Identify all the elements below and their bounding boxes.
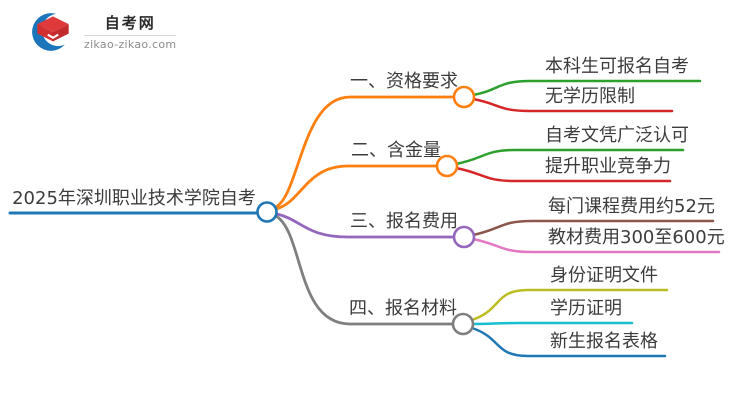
leaf-connector-2-2 — [454, 166, 672, 183]
root-node-toggle[interactable] — [256, 201, 278, 223]
branch-node-toggle-1[interactable] — [452, 85, 476, 109]
root-node-label[interactable]: 2025年深圳职业技术学院自考 — [12, 188, 256, 209]
leaf-connector-3-1 — [471, 219, 715, 237]
branch-connector-2 — [274, 164, 439, 211]
leaf-2-1-label[interactable]: 自考文凭广泛认可 — [545, 125, 689, 146]
branch-node-toggle-3[interactable] — [452, 225, 476, 249]
leaf-1-1-label[interactable]: 本科生可报名自考 — [545, 56, 689, 77]
leaf-connector-3-2 — [471, 237, 721, 254]
leaf-connector-4-2 — [470, 321, 634, 326]
branch-4-label[interactable]: 四、报名材料 — [349, 298, 457, 319]
leaf-3-1-label[interactable]: 每门课程费用约52元 — [548, 196, 715, 217]
branch-connector-3 — [275, 212, 456, 239]
branch-node-toggle-4[interactable] — [451, 312, 475, 336]
site-domain: zikao-zikao.com — [84, 37, 177, 51]
leaf-1-2-label[interactable]: 无学历限制 — [545, 86, 635, 107]
leaf-4-3-label[interactable]: 新生报名表格 — [550, 331, 658, 352]
leaf-connector-2-1 — [454, 148, 685, 166]
logo-divider — [84, 34, 177, 36]
branch-connector-1 — [274, 95, 456, 209]
site-logo[interactable]: 自考网 zikao-zikao.com — [30, 9, 177, 55]
leaf-4-1-label[interactable]: 身份证明文件 — [550, 265, 658, 286]
leaf-4-2-label[interactable]: 学历证明 — [550, 298, 622, 319]
branch-node-toggle-2[interactable] — [435, 154, 459, 178]
branch-connector-4 — [274, 214, 455, 326]
leaf-2-2-label[interactable]: 提升职业竞争力 — [545, 156, 671, 177]
leaf-connector-4-3 — [470, 326, 667, 358]
branch-1-label[interactable]: 一、资格要求 — [350, 71, 458, 92]
leaf-connector-1-1 — [471, 79, 702, 97]
graduation-cap-icon — [32, 13, 75, 51]
leaf-3-2-label[interactable]: 教材费用300至600元 — [548, 227, 725, 248]
site-name: 自考网 — [104, 13, 156, 32]
branch-3-label[interactable]: 三、报名费用 — [350, 211, 458, 232]
leaf-connector-4-1 — [470, 288, 669, 322]
leaf-connector-1-2 — [471, 97, 674, 113]
branch-2-label[interactable]: 二、含金量 — [351, 140, 441, 161]
